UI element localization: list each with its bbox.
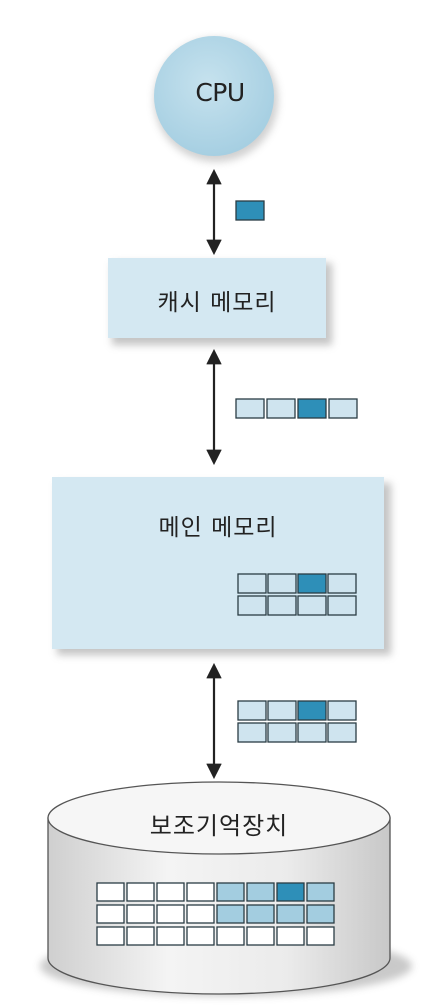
memory-block-white xyxy=(126,904,155,924)
memory-block-white xyxy=(96,882,125,902)
memory-block-dark xyxy=(297,700,327,721)
memory-block-light xyxy=(327,573,357,594)
memory-block-light xyxy=(237,573,267,594)
memory-block-mid xyxy=(246,882,275,902)
main-memory-blocks xyxy=(237,573,357,616)
secondary-storage-label: 보조기억장치 xyxy=(149,812,289,840)
memory-block-mid xyxy=(306,882,335,902)
memory-block-white xyxy=(186,904,215,924)
memory-block-light xyxy=(267,700,297,721)
storage-blocks xyxy=(96,882,335,946)
memory-block-light xyxy=(267,595,297,616)
main-storage-transfer-blocks xyxy=(237,700,357,743)
memory-block-white xyxy=(306,926,335,946)
memory-block-dark xyxy=(297,398,327,419)
memory-block-light xyxy=(327,700,357,721)
memory-block-light xyxy=(327,595,357,616)
cpu-node xyxy=(154,36,278,162)
memory-block-white xyxy=(156,904,185,924)
memory-block-light xyxy=(327,722,357,743)
memory-block-light xyxy=(266,398,296,419)
cpu-circle xyxy=(154,36,274,156)
memory-block-mid xyxy=(306,904,335,924)
memory-block-white xyxy=(126,882,155,902)
memory-block-light xyxy=(237,722,267,743)
memory-block-white xyxy=(186,926,215,946)
cache-main-transfer-blocks xyxy=(235,398,358,419)
cache-memory-box xyxy=(108,258,326,338)
memory-block-white xyxy=(126,926,155,946)
memory-block-dark xyxy=(297,573,327,594)
memory-block-dark xyxy=(235,200,265,221)
memory-block-light xyxy=(237,595,267,616)
memory-block-white xyxy=(96,926,125,946)
memory-block-white xyxy=(96,904,125,924)
main-memory-box xyxy=(52,477,384,649)
memory-block-white xyxy=(216,926,245,946)
cache-memory-label: 캐시 메모리 xyxy=(157,290,277,316)
memory-block-mid xyxy=(246,904,275,924)
memory-block-mid xyxy=(216,904,245,924)
memory-block-light xyxy=(237,700,267,721)
memory-block-mid xyxy=(276,904,305,924)
memory-block-light xyxy=(328,398,358,419)
secondary-storage-node xyxy=(40,781,412,996)
cpu-cache-transfer-blocks xyxy=(235,200,265,221)
memory-block-white xyxy=(186,882,215,902)
memory-block-light xyxy=(267,722,297,743)
memory-block-light xyxy=(297,722,327,743)
cache-memory-node xyxy=(108,258,332,345)
memory-block-white xyxy=(246,926,275,946)
memory-block-light xyxy=(267,573,297,594)
memory-block-white xyxy=(156,882,185,902)
memory-block-mid xyxy=(216,882,245,902)
main-memory-label: 메인 메모리 xyxy=(158,515,278,541)
memory-block-white xyxy=(276,926,305,946)
storage-cylinder-top xyxy=(47,781,391,855)
main-memory-node xyxy=(52,477,391,655)
memory-block-light xyxy=(297,595,327,616)
memory-block-dark xyxy=(276,882,305,902)
memory-block-white xyxy=(156,926,185,946)
cpu-label: CPU xyxy=(195,78,245,107)
memory-block-light xyxy=(235,398,265,419)
